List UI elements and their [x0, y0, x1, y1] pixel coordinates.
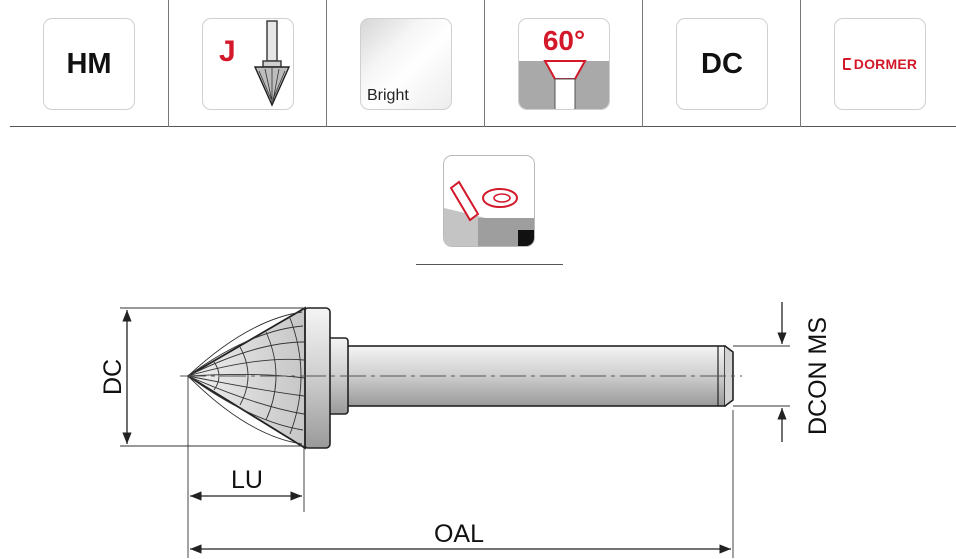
dimension-code-label: DC — [701, 47, 743, 80]
cone-burr-icon — [253, 20, 291, 107]
material-tile: HM — [43, 18, 135, 110]
angle-tile: 60° — [518, 18, 610, 110]
countersink-angle-icon — [519, 60, 609, 109]
icon-separator — [800, 0, 801, 127]
application-divider — [416, 264, 563, 265]
dimension-tile: DC — [676, 18, 768, 110]
lu-dimension-label: LU — [231, 466, 263, 494]
angle-label: 60° — [542, 25, 586, 56]
coating-label: Bright — [367, 87, 409, 104]
coating-tile: Bright — [360, 18, 452, 110]
dcon-ms-dimension-label: DCON MS — [804, 317, 832, 435]
brand-name: DORMER — [853, 56, 918, 72]
icon-separator — [168, 0, 169, 127]
application-tile — [443, 155, 535, 247]
oal-dimension-label: OAL — [434, 520, 484, 548]
dc-dimension-label: DC — [99, 359, 127, 395]
shape-tile: J — [202, 18, 294, 110]
burr-technical-drawing: DC LU OAL DCON MS — [99, 302, 832, 558]
icon-separator — [484, 0, 485, 127]
collar — [303, 307, 331, 449]
brand-logo: DORMER — [835, 19, 925, 109]
feature-icon-row: HM J Bright 60° DC — [10, 0, 956, 127]
icon-separator — [326, 0, 327, 127]
shape-letter: J — [219, 35, 236, 68]
icon-separator — [642, 0, 643, 127]
material-label: HM — [66, 47, 112, 80]
icon-row-divider — [10, 126, 956, 127]
brand-tile: DORMER — [834, 18, 926, 110]
countersink-application-icon — [444, 180, 534, 246]
brand-mark-icon — [842, 58, 852, 70]
